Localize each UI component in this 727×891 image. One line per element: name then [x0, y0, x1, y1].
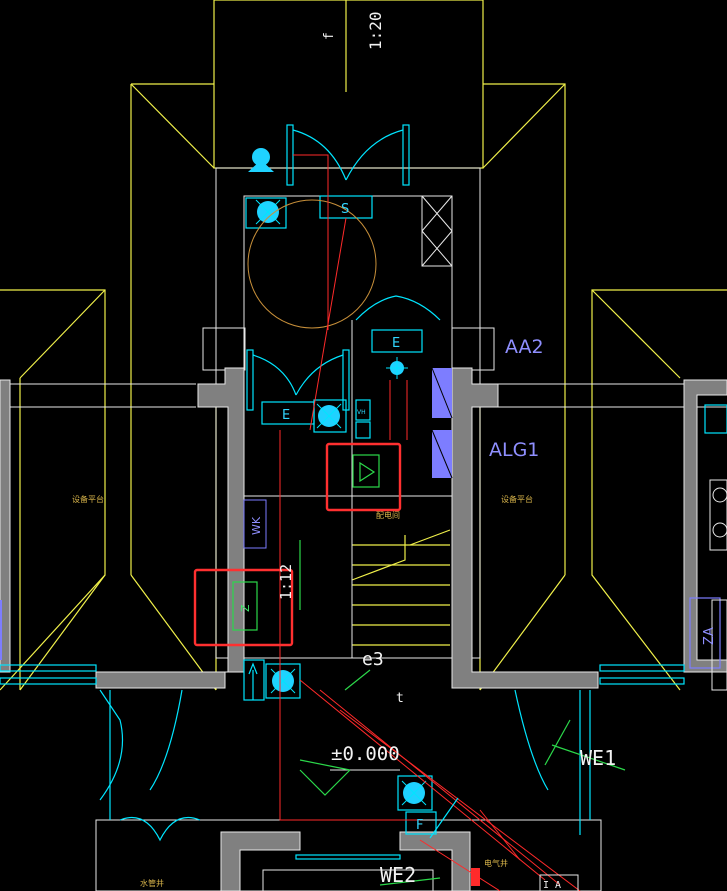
- equipment-boxes: [243, 195, 727, 835]
- label-elec-well: 电气井: [484, 858, 508, 868]
- label-wk: WK: [250, 516, 263, 535]
- label-we1: WE1: [580, 746, 616, 770]
- label-water-well: 水管井: [140, 878, 164, 888]
- label-s-box: S: [341, 202, 349, 217]
- label-e-box-lower: E: [282, 408, 290, 423]
- label-equip-left: 设备平台: [72, 494, 104, 504]
- fixture-crosses: [255, 199, 427, 806]
- label-f-box: F: [416, 818, 423, 833]
- label-distribution-room: 配电间: [376, 510, 400, 520]
- label-top-scale: 1:20: [366, 11, 385, 50]
- highlight-box-upper: [325, 442, 402, 512]
- label-equip-right: 设备平台: [501, 494, 533, 504]
- label-z: Z: [239, 604, 252, 612]
- highlight-box-lower: [193, 568, 294, 647]
- label-we2: WE2: [380, 863, 416, 887]
- label-vh: VH: [357, 409, 366, 416]
- blue-arrow: [248, 662, 459, 839]
- shaft-box: [421, 195, 453, 267]
- label-scale-right: 1:12: [277, 564, 295, 600]
- label-ia-box: I A: [543, 880, 561, 891]
- label-level: ±0.000: [331, 743, 400, 765]
- f-box: [405, 811, 437, 835]
- white-wall-lines: [0, 167, 727, 891]
- purple-panels: [0, 367, 453, 660]
- red-marker: [471, 868, 480, 886]
- label-top-mark: f: [322, 32, 337, 40]
- orange-circle: [247, 199, 377, 329]
- gray-walls: [0, 367, 727, 891]
- cyan-doors: [0, 124, 685, 860]
- highlight-boxes: [193, 442, 402, 647]
- label-e3: e3: [362, 649, 384, 670]
- label-za: ZA: [702, 627, 717, 645]
- e-box-upper: [371, 329, 423, 353]
- right-edge-equipment: [539, 479, 727, 891]
- label-alg1: ALG1: [489, 439, 539, 461]
- label-t-mark: t: [396, 691, 404, 706]
- green-items: [232, 454, 626, 886]
- label-aa2: AA2: [505, 336, 544, 358]
- red-wiring: [279, 154, 581, 891]
- label-e-box-upper: E: [392, 336, 400, 351]
